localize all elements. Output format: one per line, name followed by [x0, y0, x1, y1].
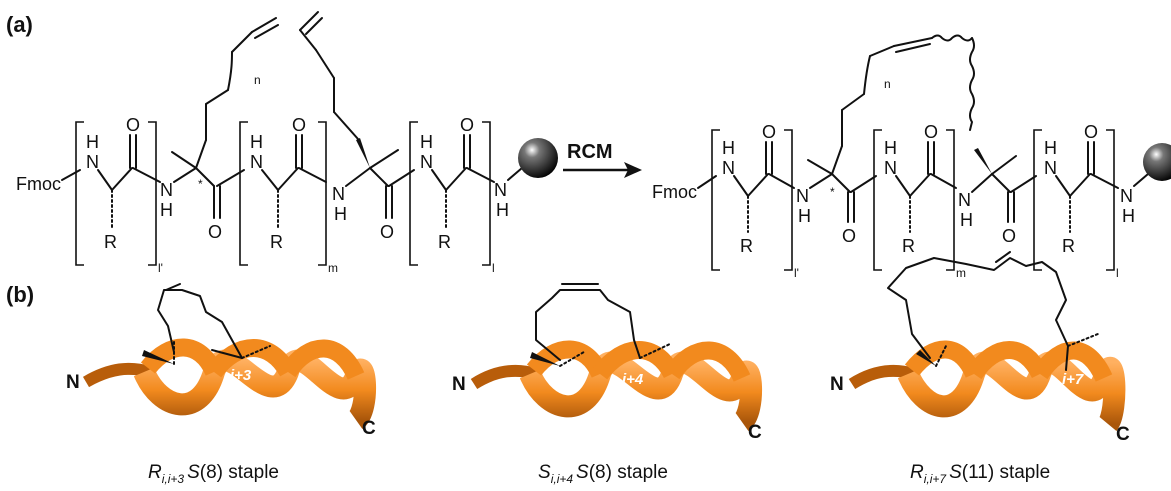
- fmoc-cap-right: Fmoc: [652, 182, 697, 202]
- atom-h: H: [1044, 138, 1057, 158]
- caption-main: R: [148, 462, 162, 483]
- atom-r: R: [438, 232, 451, 252]
- atom-o: O: [924, 122, 938, 142]
- fmoc-cap-left: Fmoc: [16, 174, 61, 194]
- atom-o: O: [762, 122, 776, 142]
- residue-i4-label: i+4: [622, 371, 644, 388]
- resin-bead-right: [1143, 143, 1171, 181]
- svg-text:Ri,i+7S(11) staple: Ri,i+7S(11) staple: [910, 462, 1050, 486]
- caption-rest: (8) staple: [200, 462, 279, 483]
- atom-n: N: [958, 190, 971, 210]
- atom-o: O: [1002, 226, 1016, 246]
- atom-o: O: [460, 115, 474, 135]
- caption-subscript: i,i+4: [551, 472, 574, 486]
- caption-rest: (8) staple: [589, 462, 668, 483]
- atom-h: H: [420, 132, 433, 152]
- atom-h: H: [960, 210, 973, 230]
- atom-h: H: [722, 138, 735, 158]
- c-terminus-label: C: [748, 422, 762, 443]
- caption-main: R: [910, 462, 924, 483]
- atom-h: H: [1122, 206, 1135, 226]
- atom-o: O: [380, 222, 394, 242]
- residue-i3-label: i+3: [230, 367, 252, 384]
- panel-b-label: (b): [6, 282, 34, 307]
- atom-o: O: [126, 115, 140, 135]
- panel-a-label: (a): [6, 12, 33, 37]
- atom-r: R: [270, 232, 283, 252]
- atom-h: H: [884, 138, 897, 158]
- residue-i-label: i: [552, 371, 557, 388]
- rcm-arrow: RCM: [563, 141, 642, 178]
- caption-s: S: [576, 462, 589, 483]
- caption-subscript: i,i+3: [162, 472, 185, 486]
- subscript-m: m: [328, 261, 338, 275]
- atom-h: H: [496, 200, 509, 220]
- subscript-l: l: [492, 261, 495, 275]
- atom-n: N: [160, 180, 173, 200]
- svg-text:Si,i+4S(8) staple: Si,i+4S(8) staple: [538, 462, 668, 486]
- residue-i-label: i: [932, 371, 937, 388]
- atom-h: H: [334, 204, 347, 224]
- c-terminus-label: C: [1116, 424, 1130, 445]
- subscript-l: l: [1116, 266, 1119, 280]
- subscript-m: m: [956, 266, 966, 280]
- atom-n: N: [1120, 186, 1133, 206]
- n-terminus-label: N: [452, 374, 466, 395]
- subscript-n: n: [254, 73, 261, 87]
- atom-n: N: [796, 186, 809, 206]
- atom-o: O: [1084, 122, 1098, 142]
- n-terminus-label: N: [66, 372, 80, 393]
- n-terminus-label: N: [830, 374, 844, 395]
- atom-h: H: [798, 206, 811, 226]
- atom-n: N: [884, 158, 897, 178]
- atom-n: N: [420, 152, 433, 172]
- resin-bead-left: [518, 138, 558, 178]
- atom-r: R: [902, 236, 915, 256]
- atom-n: N: [722, 158, 735, 178]
- subscript-l-prime: l': [794, 266, 799, 280]
- subscript-l-prime: l': [158, 261, 163, 275]
- atom-h: H: [250, 132, 263, 152]
- svg-text:Ri,i+3S(8) staple: Ri,i+3S(8) staple: [148, 462, 279, 486]
- residue-i7-label: i+7: [1062, 371, 1084, 388]
- caption-subscript: i,i+7: [924, 472, 948, 486]
- atom-o: O: [842, 226, 856, 246]
- atom-r: R: [104, 232, 117, 252]
- atom-o: O: [292, 115, 306, 135]
- stapled-peptide-structure: Fmoc l' H N R O N H * n O: [652, 34, 1171, 280]
- atom-n: N: [332, 184, 345, 204]
- c-terminus-label: C: [362, 418, 376, 439]
- atom-n: N: [250, 152, 263, 172]
- atom-o: O: [208, 222, 222, 242]
- subscript-n: n: [884, 77, 891, 91]
- atom-r: R: [740, 236, 753, 256]
- caption-s: S: [949, 462, 962, 483]
- residue-i-label: i: [170, 369, 175, 386]
- caption-s: S: [187, 462, 200, 483]
- linear-peptide-structure: Fmoc l' H N R O N H * n O: [16, 11, 558, 275]
- rcm-label: RCM: [567, 141, 613, 163]
- atom-n: N: [494, 180, 507, 200]
- atom-r: R: [1062, 236, 1075, 256]
- caption-main: S: [538, 462, 551, 483]
- stereo-star: *: [198, 177, 203, 191]
- atom-h: H: [160, 200, 173, 220]
- atom-n: N: [1044, 158, 1057, 178]
- atom-h: H: [86, 132, 99, 152]
- stereo-star: *: [830, 185, 835, 199]
- caption-rest: (11) staple: [962, 462, 1050, 483]
- atom-n: N: [86, 152, 99, 172]
